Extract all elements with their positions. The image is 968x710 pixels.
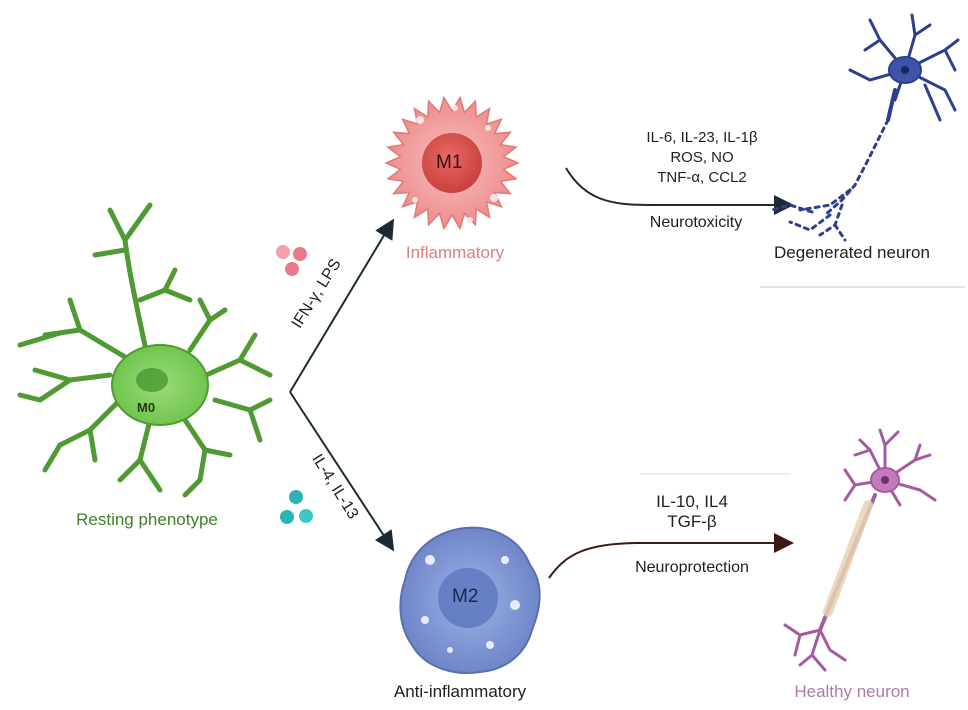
m1-stimulus-molecules (276, 245, 307, 276)
healthy-neuron (783, 428, 937, 672)
m2-label: M2 (452, 586, 479, 607)
m1-cytokine-3: TNF-α, CCL2 (657, 169, 747, 186)
m1-microglia-cell (384, 95, 520, 231)
degenerated-neuron-caption: Degenerated neuron (774, 243, 930, 262)
m2-microglia-cell (399, 526, 541, 674)
m2-cytokine-1: IL-10, IL4 (656, 492, 728, 511)
m0-microglia-cell (17, 202, 273, 498)
m1-label: M1 (436, 152, 463, 173)
arrow-neurotoxicity (565, 167, 794, 215)
m2-caption: Anti-inflammatory (393, 682, 527, 701)
m0-nucleus (136, 368, 168, 392)
m2-cytokine-list: IL-10, IL4 TGF-β (656, 492, 728, 532)
arrow-to-m2 (289, 391, 395, 552)
neurotoxicity-label: Neurotoxicity (649, 214, 743, 231)
arrow-to-m1 (289, 218, 395, 393)
m1-caption: Inflammatory (405, 243, 505, 262)
m2-stimulus-molecules (280, 490, 313, 524)
healthy-neuron-caption: Healthy neuron (794, 682, 910, 701)
degenerated-neuron (770, 13, 960, 242)
m1-cytokine-2: ROS, NO (670, 149, 734, 166)
m1-cytokine-1: IL-6, IL-23, IL-1β (646, 129, 758, 146)
m1-cytokine-list: IL-6, IL-23, IL-1β ROS, NO TNF-α, CCL2 (646, 128, 757, 188)
neuroprotection-label: Neuroprotection (635, 559, 749, 576)
m0-caption: Resting phenotype (76, 510, 218, 529)
m2-cytokine-2: TGF-β (667, 512, 717, 531)
m0-label: M0 (137, 400, 156, 415)
arrow-neuroprotection (548, 533, 794, 579)
